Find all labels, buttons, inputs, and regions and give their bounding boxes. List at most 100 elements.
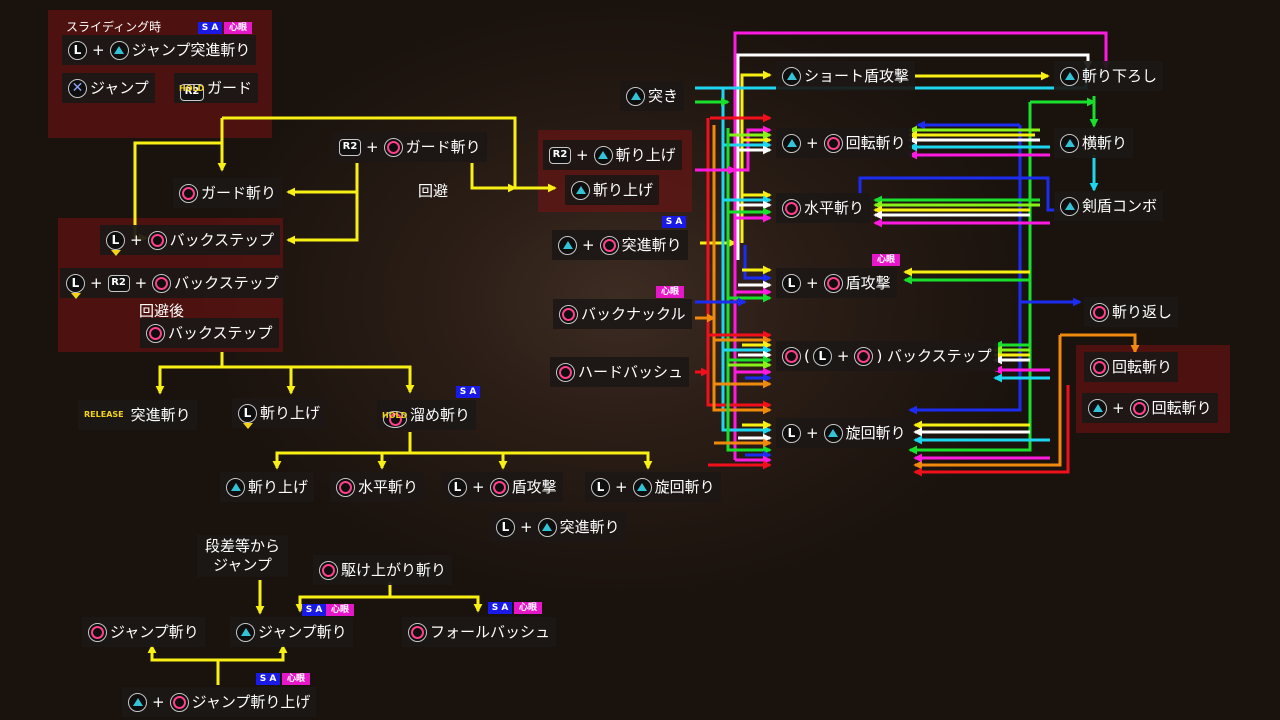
shield-bash-node[interactable]: L+ 盾攻撃 [442, 472, 563, 502]
sa-tag: S A [198, 22, 222, 34]
side-slash-label: 横斬り [1082, 134, 1128, 152]
advancing-slash-node[interactable]: + 突進斬り [552, 230, 688, 260]
jump-slash-circle-node[interactable]: ジャンプ斬り [82, 617, 205, 647]
triangle-button-icon [1060, 133, 1079, 153]
circle-button-icon [782, 346, 801, 366]
running-slash-label: 駆け上がり斬り [341, 561, 447, 579]
jump-node[interactable]: ✕ ジャンプ [62, 73, 155, 103]
roundslash-circle-label: 回転斬り [1112, 358, 1173, 376]
back-knuckle-label: バックナックル [581, 305, 686, 323]
shingan-tag: 心眼 [656, 286, 684, 298]
shingan-tag: 心眼 [326, 604, 354, 616]
circle-button-icon [599, 235, 619, 255]
return-slash-node[interactable]: 斬り返し [1084, 297, 1179, 327]
roundslash-circle-node[interactable]: 回転斬り [1084, 352, 1179, 382]
thrust-node[interactable]: RELEASE 突進斬り [78, 400, 197, 430]
left-stick-button-icon: L [782, 273, 801, 293]
left-stick-button-icon: L [782, 423, 801, 443]
jump-slash-circle-label: ジャンプ斬り [110, 623, 199, 641]
guard-node[interactable]: R2 ガード [174, 73, 259, 104]
charged-slash-label: 溜め斬り [410, 406, 471, 424]
circle-button-icon [383, 137, 403, 157]
side-slash-node[interactable]: 横斬り [1054, 128, 1134, 158]
jump-thrust-node[interactable]: L+ ジャンプ突進斬り [62, 35, 257, 65]
r2-trigger-icon: R2 [549, 146, 571, 164]
thrust2-node[interactable]: L+ 突進斬り [490, 512, 626, 542]
left-stick-button-icon: L [496, 517, 515, 537]
circle-button-icon [336, 477, 355, 497]
thrust2-label: 突進斬り [559, 518, 620, 536]
rising-node[interactable]: L 斬り上げ [232, 398, 327, 429]
backstep-r2-node[interactable]: L+ R2+ バックステップ [60, 268, 285, 299]
guard-slash-node[interactable]: ガード斬り [173, 178, 283, 208]
r2-rising-node[interactable]: R2+ 斬り上げ [543, 140, 682, 170]
hard-bash-node[interactable]: ハードバッシュ [550, 357, 690, 387]
roundslash-label: 回転斬り [845, 134, 906, 152]
triangle-button-icon [632, 477, 652, 497]
circle-button-icon [489, 477, 509, 497]
backstep-label: バックステップ [169, 231, 275, 249]
triangle-button-icon [1060, 66, 1079, 86]
jump-slash-triangle-label: ジャンプ斬り [258, 623, 347, 641]
shingan-tag: 心眼 [282, 673, 310, 685]
sa-tag: S A [256, 673, 280, 685]
roundslash-node[interactable]: + 回転斬り [776, 128, 912, 158]
sa-tag: S A [488, 602, 512, 614]
thrust-stab-node[interactable]: 突き [620, 81, 685, 111]
roundslash-combo-node[interactable]: + 回転斬り [1082, 393, 1218, 423]
triangle-button-icon [626, 86, 645, 106]
jump-thrust-label: ジャンプ突進斬り [131, 41, 251, 59]
left-stick-button-icon: L [448, 477, 467, 497]
charged-slash-node[interactable]: 溜め斬り [377, 400, 477, 431]
backstep-right-node[interactable]: ( L+ ) バックステップ [776, 341, 998, 371]
triangle-button-icon [226, 477, 245, 497]
jump-slash-triangle-node[interactable]: ジャンプ斬り [230, 617, 353, 647]
r2-trigger-icon: R2 [339, 138, 361, 156]
guard-slash-r2-node[interactable]: R2+ ガード斬り [333, 132, 487, 162]
rising-center-node[interactable]: 斬り上げ [565, 175, 660, 205]
rising2-node[interactable]: 斬り上げ [220, 472, 315, 502]
left-stick-button-icon: L [68, 40, 87, 60]
guard-label: ガード [207, 79, 253, 97]
after-evade-label: 回避後 [139, 302, 185, 320]
triangle-button-icon [782, 133, 801, 153]
left-stick-button-icon: L [812, 346, 832, 366]
fall-bash-node[interactable]: フォールバッシュ [402, 617, 557, 647]
downward-slash-node[interactable]: 斬り下ろし [1054, 61, 1164, 91]
triangle-button-icon [236, 622, 255, 642]
horizontal-label: 水平斬り [358, 478, 419, 496]
triangle-button-icon [537, 517, 557, 537]
short-shield-node[interactable]: ショート盾攻撃 [776, 61, 916, 91]
return-slash-label: 斬り返し [1112, 303, 1173, 321]
triangle-button-icon [558, 235, 577, 255]
backstep-after-evade-node[interactable]: バックステップ [140, 318, 279, 348]
jump-label: ジャンプ [90, 79, 149, 97]
circle-button-icon [382, 401, 407, 431]
triangle-button-icon [823, 423, 843, 443]
backstep-node[interactable]: L+ バックステップ [100, 225, 281, 256]
sliding-label: スライディング時 [66, 20, 162, 34]
circle-button-icon [1090, 302, 1109, 322]
evade-label: 回避 [418, 182, 449, 200]
r2-trigger-icon: R2 [179, 74, 204, 104]
back-knuckle-node[interactable]: バックナックル [553, 299, 692, 329]
horizontal-node[interactable]: 水平斬り [330, 472, 425, 502]
shield-bash-label: 盾攻撃 [511, 478, 557, 496]
sword-shield-combo-node[interactable]: 剣盾コンボ [1054, 191, 1164, 221]
spin-right-label: 旋回斬り [845, 424, 906, 442]
running-slash-node[interactable]: 駆け上がり斬り [313, 555, 453, 585]
from-ledge-node: 段差等から ジャンプ [197, 535, 289, 577]
horizontal-right-node[interactable]: 水平斬り [776, 193, 871, 223]
roundslash-combo-label: 回転斬り [1151, 399, 1212, 417]
jump-rising-node[interactable]: + ジャンプ斬り上げ [122, 687, 317, 717]
circle-button-icon [152, 273, 172, 293]
spin-node[interactable]: L+ 旋回斬り [585, 472, 721, 502]
spin-right-node[interactable]: L+ 旋回斬り [776, 418, 912, 448]
shingan-tag: 心眼 [224, 22, 252, 34]
triangle-button-icon [1088, 398, 1107, 418]
spin-label: 旋回斬り [654, 478, 715, 496]
shield-attack-node[interactable]: L+ 盾攻撃 [776, 268, 897, 298]
guard-slash-label: ガード斬り [201, 184, 277, 202]
left-connectors [133, 116, 737, 685]
